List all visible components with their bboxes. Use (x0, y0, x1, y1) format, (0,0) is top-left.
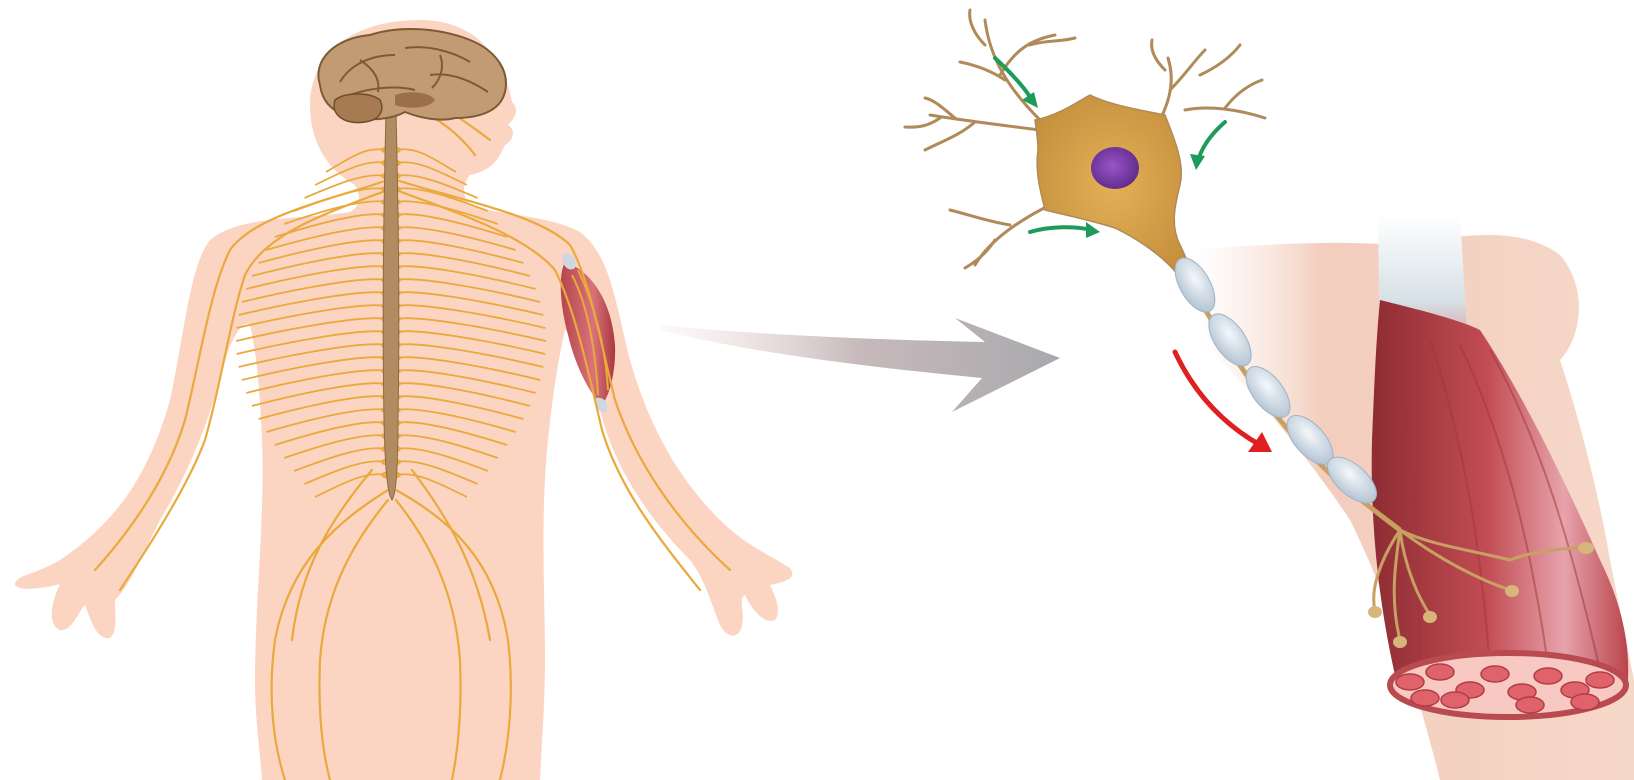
input-arrow-3-head (1086, 222, 1100, 238)
fascicle-11 (1571, 694, 1599, 710)
fascicle-6 (1534, 668, 1562, 684)
fascicle-1 (1396, 674, 1424, 690)
fascicle-10 (1516, 697, 1544, 713)
input-arrow-3 (1030, 227, 1092, 232)
brain (318, 29, 506, 123)
fascicle-12 (1411, 690, 1439, 706)
fascicle-9 (1441, 692, 1469, 708)
muscle-cross-section (1390, 653, 1626, 717)
spinal-cord (383, 110, 399, 500)
muscle-detail (1190, 215, 1634, 780)
fascicle-8 (1586, 672, 1614, 688)
zoom-arrow (660, 318, 1060, 412)
fascicle-2 (1426, 664, 1454, 680)
nucleus (1091, 147, 1139, 189)
human-figure (15, 20, 792, 780)
body-silhouette (15, 20, 792, 780)
fascicle-4 (1481, 666, 1509, 682)
input-arrow-1 (995, 58, 1032, 100)
input-arrow-2-head (1190, 154, 1205, 170)
